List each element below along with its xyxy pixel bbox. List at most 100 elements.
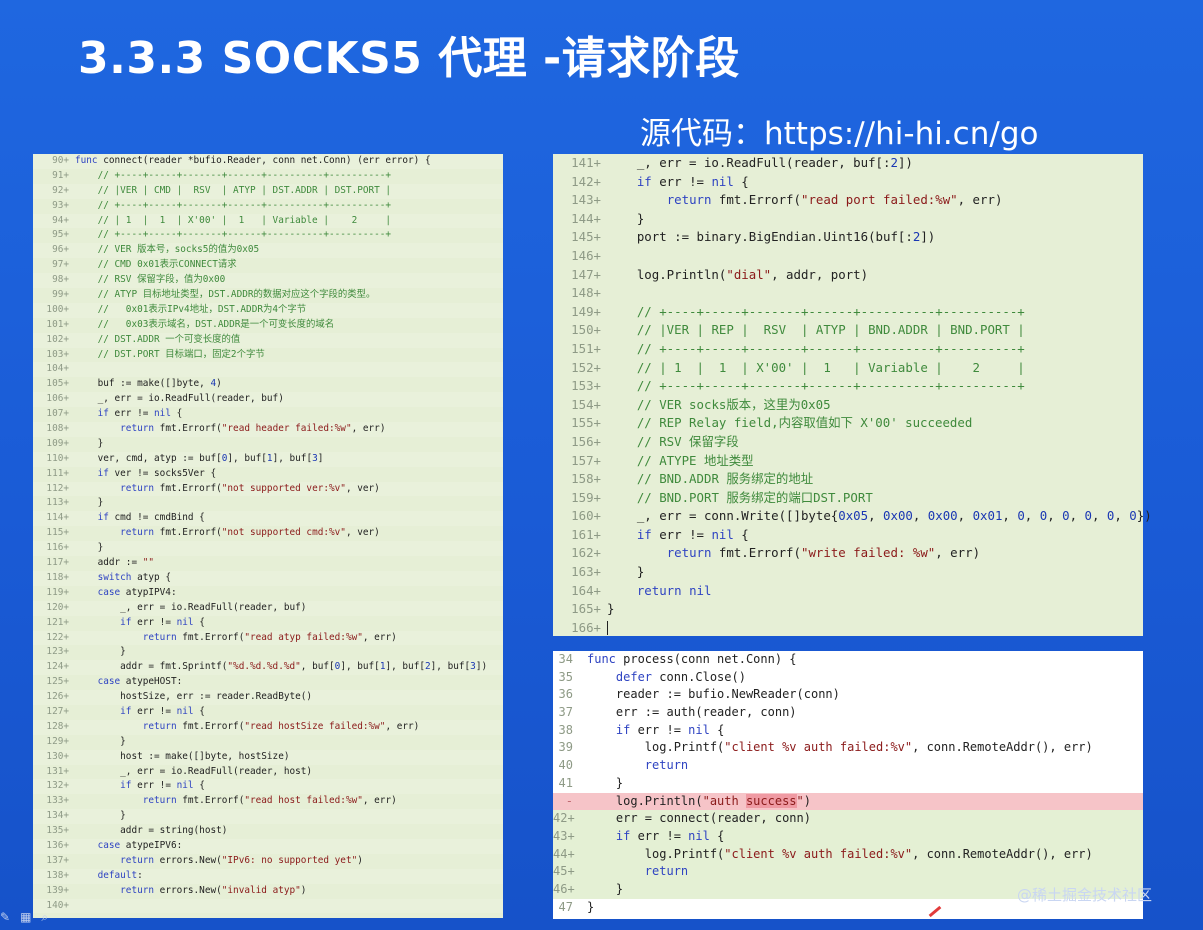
code-text: } <box>587 775 624 790</box>
code-text: } <box>75 735 126 747</box>
line-number: 91+ <box>52 169 69 181</box>
code-line: 149+ // +----+-----+-------+------+-----… <box>553 303 1143 322</box>
code-text: return errors.New("invalid atyp") <box>120 884 307 896</box>
line-number: 138+ <box>46 869 69 881</box>
code-text: if err != nil { <box>120 616 205 628</box>
code-line: 102+ // DST.ADDR 一个可变长度的值 <box>33 332 503 348</box>
code-text: return fmt.Errorf("read host failed:%w",… <box>142 795 397 807</box>
code-line: 131+ _, err = io.ReadFull(reader, host) <box>33 765 503 780</box>
line-number: 144+ <box>571 210 601 226</box>
grid-icon[interactable]: ▦ <box>20 910 32 924</box>
code-text: } <box>75 437 104 449</box>
line-number: 125+ <box>46 676 69 688</box>
code-text: log.Println("dial", addr, port) <box>607 266 869 282</box>
code-text: // CMD 0x01表示CONNECT请求 <box>97 259 237 271</box>
line-number: 154+ <box>571 396 601 412</box>
code-text: } <box>607 564 645 580</box>
code-text: host := make([]byte, hostSize) <box>75 750 290 762</box>
line-number: 142+ <box>571 173 601 189</box>
code-line: 93+ // +----+-----+-------+------+------… <box>33 199 503 214</box>
code-line: 155+ // REP Relay field,内容取值如下 X'00' suc… <box>553 414 1143 433</box>
line-number: 140+ <box>46 899 69 911</box>
line-number: 162+ <box>571 545 601 561</box>
slide-title: 3.3.3 SOCKS5 代理 -请求阶段 <box>78 33 740 84</box>
line-number: 132+ <box>46 780 69 792</box>
code-text: // |VER | CMD | RSV | ATYP | DST.ADDR | … <box>97 184 392 196</box>
code-line: 145+ port := binary.BigEndian.Uint16(buf… <box>553 228 1143 247</box>
line-number: 131+ <box>46 765 69 777</box>
code-text: } <box>75 646 126 658</box>
line-number: 104+ <box>46 363 69 375</box>
line-number: 128+ <box>46 720 69 732</box>
code-text: return nil <box>636 582 712 598</box>
code-line: 138+ default: <box>33 868 503 884</box>
code-line: 39 log.Printf("client %v auth failed:%v"… <box>553 739 1143 757</box>
code-text: // 0x01表示IPv4地址，DST.ADDR为4个字节 <box>97 303 307 315</box>
code-line: 99+ // ATYP 目标地址类型，DST.ADDR的数据对应这个字段的类型。 <box>33 288 503 303</box>
code-text: // VER 版本号，socks5的值为0x05 <box>97 244 260 256</box>
code-line: 47} <box>553 899 1143 917</box>
code-line: 97+ // CMD 0x01表示CONNECT请求 <box>33 258 503 273</box>
code-text <box>73 362 503 377</box>
code-line: 148+ <box>553 284 1143 303</box>
code-line: 120+ _, err = io.ReadFull(reader, buf) <box>33 600 503 616</box>
line-number: 92+ <box>52 184 69 196</box>
code-line: 40 return <box>553 757 1143 775</box>
code-line: 100+ // 0x01表示IPv4地址，DST.ADDR为4个字节 <box>33 302 503 318</box>
line-number: 139+ <box>46 884 69 896</box>
line-number: 44+ <box>553 846 575 861</box>
code-text: } <box>75 542 104 554</box>
line-number: 90+ <box>52 155 69 166</box>
line-number: 126+ <box>46 691 69 703</box>
code-text: return errors.New("IPv6: no supported ye… <box>120 854 363 866</box>
pencil-icon[interactable]: ✎ <box>0 910 11 924</box>
code-text: // BND.ADDR 服务绑定的地址 <box>636 471 814 487</box>
line-number: 114+ <box>46 512 69 524</box>
line-number: 113+ <box>46 497 69 509</box>
code-text: // +----+-----+-------+------+----------… <box>97 229 392 241</box>
code-line: 146+ <box>553 247 1143 266</box>
code-line: 91+ // +----+-----+-------+------+------… <box>33 169 503 184</box>
line-number: 151+ <box>571 340 601 356</box>
code-line: 127+ if err != nil { <box>33 705 503 720</box>
code-line: 107+ if err != nil { <box>33 407 503 422</box>
line-number: 97+ <box>52 259 69 271</box>
code-text: return fmt.Errorf("write failed: %w", er… <box>666 545 981 561</box>
code-line: 37 err := auth(reader, conn) <box>553 704 1143 722</box>
line-number: 146+ <box>571 247 601 263</box>
code-line: 110+ ver, cmd, atyp := buf[0], buf[1], b… <box>33 451 503 467</box>
code-line: 119+ case atypIPV4: <box>33 586 503 601</box>
source-code-link[interactable]: 源代码：https://hi-hi.cn/go <box>640 116 1039 152</box>
code-line: 163+ } <box>553 563 1143 582</box>
code-line: 134+ } <box>33 809 503 825</box>
line-number: 133+ <box>46 795 69 807</box>
code-line: 136+ case atypeIPV6: <box>33 838 503 854</box>
line-number: 118+ <box>46 571 69 583</box>
code-line: 122+ return fmt.Errorf("read atyp failed… <box>33 630 503 646</box>
code-text: // +----+-----+-------+------+----------… <box>636 303 1025 319</box>
code-line: 144+ } <box>553 210 1143 229</box>
watermark: @稀土掘金技术社区 <box>1017 886 1153 904</box>
code-line: 156+ // RSV 保留字段 <box>553 433 1143 452</box>
line-number: 98+ <box>52 274 69 286</box>
code-line: 153+ // +----+-----+-------+------+-----… <box>553 377 1143 396</box>
code-text: return fmt.Errorf("not supported ver:%v"… <box>120 482 380 494</box>
line-number: 119+ <box>46 586 69 598</box>
code-text: } <box>607 601 615 617</box>
code-line: 117+ addr := "" <box>33 556 503 571</box>
code-text: addr = fmt.Sprintf("%d.%d.%d.%d", buf[0]… <box>75 661 488 673</box>
code-text: addr := "" <box>75 557 155 569</box>
code-text: // |VER | REP | RSV | ATYP | BND.ADDR | … <box>636 322 1025 338</box>
code-line: 109+ } <box>33 437 503 452</box>
line-number: 115+ <box>46 527 69 539</box>
line-number: 121+ <box>46 616 69 628</box>
code-text: default: <box>97 869 143 881</box>
line-number: 148+ <box>571 285 601 301</box>
code-line: 158+ // BND.ADDR 服务绑定的地址 <box>553 470 1143 489</box>
zoom-icon[interactable]: ⌕ <box>41 910 49 924</box>
code-line: 121+ if err != nil { <box>33 616 503 631</box>
line-number: 127+ <box>46 705 69 717</box>
code-text: } <box>75 497 104 509</box>
code-panel-connect-part1: 90+func connect(reader *bufio.Reader, co… <box>33 154 503 918</box>
line-number: 163+ <box>571 564 601 580</box>
